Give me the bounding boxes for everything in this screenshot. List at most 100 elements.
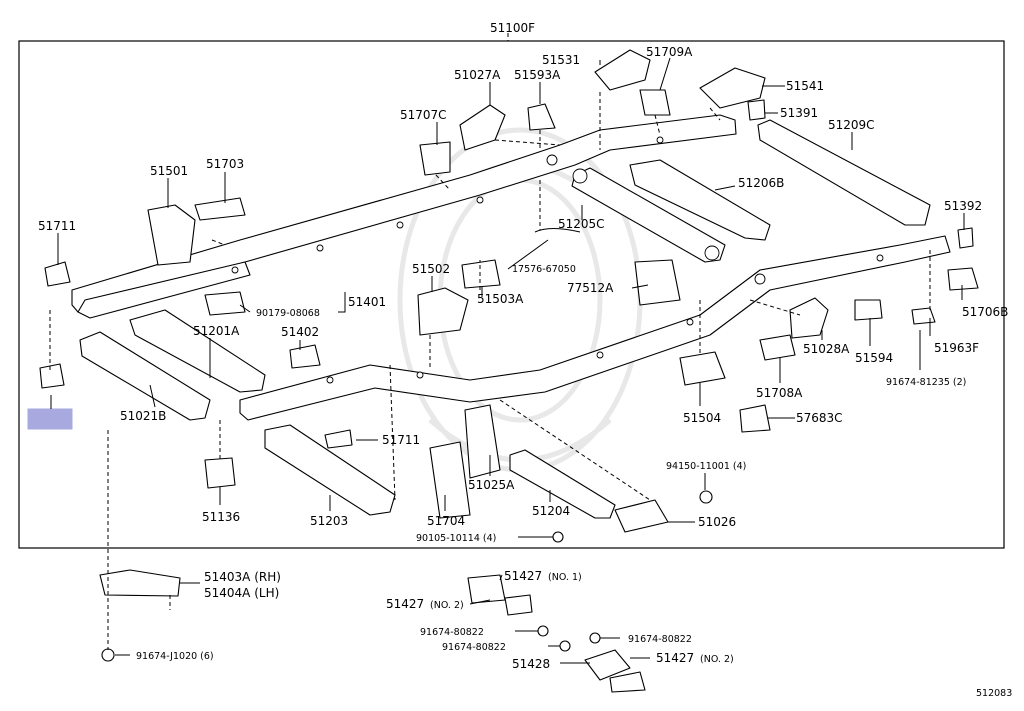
label-51403a: 51403A (RH) xyxy=(204,570,281,584)
label-51404a: 51404A (LH) xyxy=(204,586,279,600)
part-51708a-shape xyxy=(759,334,796,361)
part-51504-shape xyxy=(679,351,726,386)
part-51711-left-shape xyxy=(44,261,71,287)
part-51403a-shape xyxy=(99,569,181,597)
label-51504: 51504 xyxy=(683,411,721,425)
part-77512a-shape xyxy=(634,259,681,306)
part-51392-shape xyxy=(957,227,974,249)
label-77512a: 77512A xyxy=(567,281,614,295)
part-51201a-shape xyxy=(129,309,266,393)
label-94150-11001: 94150-11001 (4) xyxy=(666,461,746,472)
part-51531-shape xyxy=(594,49,651,91)
label-51541: 51541 xyxy=(786,79,824,93)
part-51502-shape xyxy=(417,287,469,336)
label-91674-80822-b: 91674-80822 xyxy=(628,634,692,645)
label-51502: 51502 xyxy=(412,262,450,276)
label-51704: 51704 xyxy=(427,514,465,528)
part-51021b-shape xyxy=(79,331,211,421)
diagram-code: 512083 xyxy=(976,688,1012,699)
part-51707c-shape xyxy=(419,141,451,176)
label-51427-no2-suffix: (NO. 2) xyxy=(430,600,464,611)
label-51593a: 51593A xyxy=(514,68,561,82)
label-51427-no2b-suffix: (NO. 2) xyxy=(700,654,734,665)
label-91674-81235: 91674-81235 (2) xyxy=(886,377,966,388)
part-17576-shape xyxy=(534,227,581,233)
part-51594-shape xyxy=(854,299,883,321)
part-51704-shape xyxy=(429,441,471,519)
part-51709a-shape xyxy=(639,89,671,116)
part-51593a-shape xyxy=(527,103,556,131)
dashed-guides xyxy=(49,33,931,650)
part-51963f-shape xyxy=(911,307,936,325)
part-bracket-left-shape xyxy=(39,363,65,389)
label-51204: 51204 xyxy=(532,504,570,518)
part-51027a-shape xyxy=(459,104,506,151)
label-51201a: 51201A xyxy=(193,324,240,338)
label-51427-no2: 51427 xyxy=(386,597,424,611)
label-51711-mid: 51711 xyxy=(382,433,420,447)
label-51594: 51594 xyxy=(855,351,893,365)
label-51708a: 51708A xyxy=(756,386,803,400)
part-51706b-shape xyxy=(947,267,979,291)
main-frame-box xyxy=(18,40,1005,549)
part-51541-shape xyxy=(699,67,766,109)
label-51026: 51026 xyxy=(698,515,736,529)
label-51203: 51203 xyxy=(310,514,348,528)
label-51401: 51401 xyxy=(348,295,386,309)
label-17576-67050: 17576-67050 xyxy=(512,264,576,275)
label-51427-no1-suffix: (NO. 1) xyxy=(548,572,582,583)
part-91674-j1020-shape xyxy=(101,648,115,662)
label-51711-left: 51711 xyxy=(38,219,76,233)
part-51427-no1-shape xyxy=(467,574,506,604)
part-51503a-shape xyxy=(461,259,501,289)
part-51203-shape xyxy=(264,424,396,516)
part-51136-shape xyxy=(204,457,236,489)
part-labels: 51100F 51531 51709A 51541 51027A 51593A … xyxy=(38,21,1012,699)
part-51427-no2-shape xyxy=(504,594,533,616)
label-51392: 51392 xyxy=(944,199,982,213)
label-51025a: 51025A xyxy=(468,478,515,492)
part-51209c-shape xyxy=(757,119,931,226)
label-51428: 51428 xyxy=(512,657,550,671)
highlight-box[interactable] xyxy=(27,408,73,430)
part-51204-shape xyxy=(509,449,616,519)
part-51703-shape xyxy=(194,197,246,221)
label-51402: 51402 xyxy=(281,325,319,339)
part-51401-shape xyxy=(204,291,246,316)
label-91674-80822-c: 91674-80822 xyxy=(442,642,506,653)
part-51205c-shape xyxy=(571,167,726,263)
part-94150-shape xyxy=(699,490,713,504)
label-57683c: 57683C xyxy=(796,411,843,425)
label-51501: 51501 xyxy=(150,164,188,178)
part-51206b-shape xyxy=(629,159,771,241)
part-51501-shape xyxy=(147,204,196,266)
label-51503a: 51503A xyxy=(477,292,524,306)
label-51100f: 51100F xyxy=(490,21,535,35)
label-51028a: 51028A xyxy=(803,342,850,356)
part-51025a-shape xyxy=(464,404,501,479)
label-90105-10114: 90105-10114 (4) xyxy=(416,533,496,544)
label-91674-j1020: 91674-J1020 (6) xyxy=(136,651,214,662)
part-90105-shape xyxy=(552,531,564,543)
part-51402-shape xyxy=(289,344,321,369)
part-51427-no2b-shape xyxy=(609,671,646,693)
part-51026-shape xyxy=(614,499,669,533)
frame-rails xyxy=(71,114,951,421)
part-51028a-shape xyxy=(789,297,829,339)
leader-lines xyxy=(50,57,965,664)
part-51711-mid-shape xyxy=(324,429,353,449)
part-51428-shape xyxy=(584,649,631,681)
label-51206b: 51206B xyxy=(738,176,784,190)
label-90179-08068: 90179-08068 xyxy=(256,308,320,319)
label-51427-no1: 51427 xyxy=(504,569,542,583)
part-91674-80822-a-shape xyxy=(537,625,549,637)
label-51707c: 51707C xyxy=(400,108,447,122)
label-51136: 51136 xyxy=(202,510,240,524)
label-51709a: 51709A xyxy=(646,45,693,59)
label-51963f: 51963F xyxy=(934,341,979,355)
label-51205c: 51205C xyxy=(558,217,605,231)
label-51427-no2b: 51427 xyxy=(656,651,694,665)
label-91674-80822-a: 91674-80822 xyxy=(420,627,484,638)
label-51706b: 51706B xyxy=(962,305,1008,319)
